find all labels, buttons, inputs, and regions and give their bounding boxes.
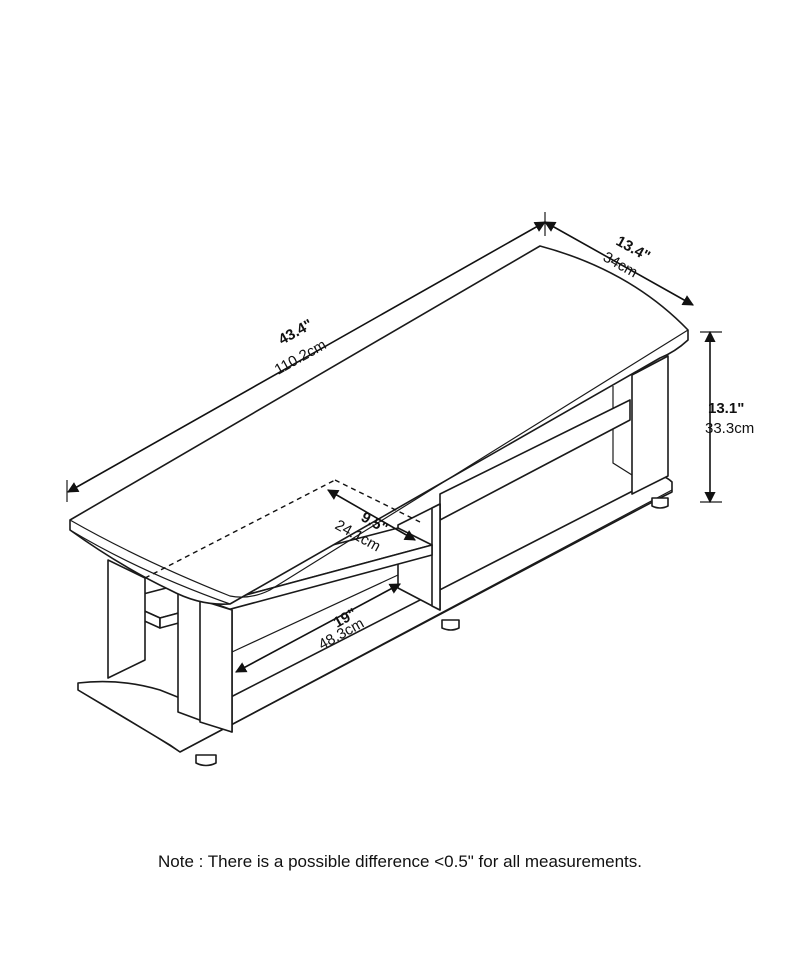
height-metric-label: 33.3cm (705, 420, 754, 437)
feet (195, 497, 669, 767)
measurement-note: Note : There is a possible difference <0… (157, 852, 643, 871)
height-imperial-label: 13.1" (708, 400, 744, 417)
left-leg (107, 559, 233, 733)
dimension-lines (66, 212, 722, 673)
right-leg (612, 355, 669, 495)
